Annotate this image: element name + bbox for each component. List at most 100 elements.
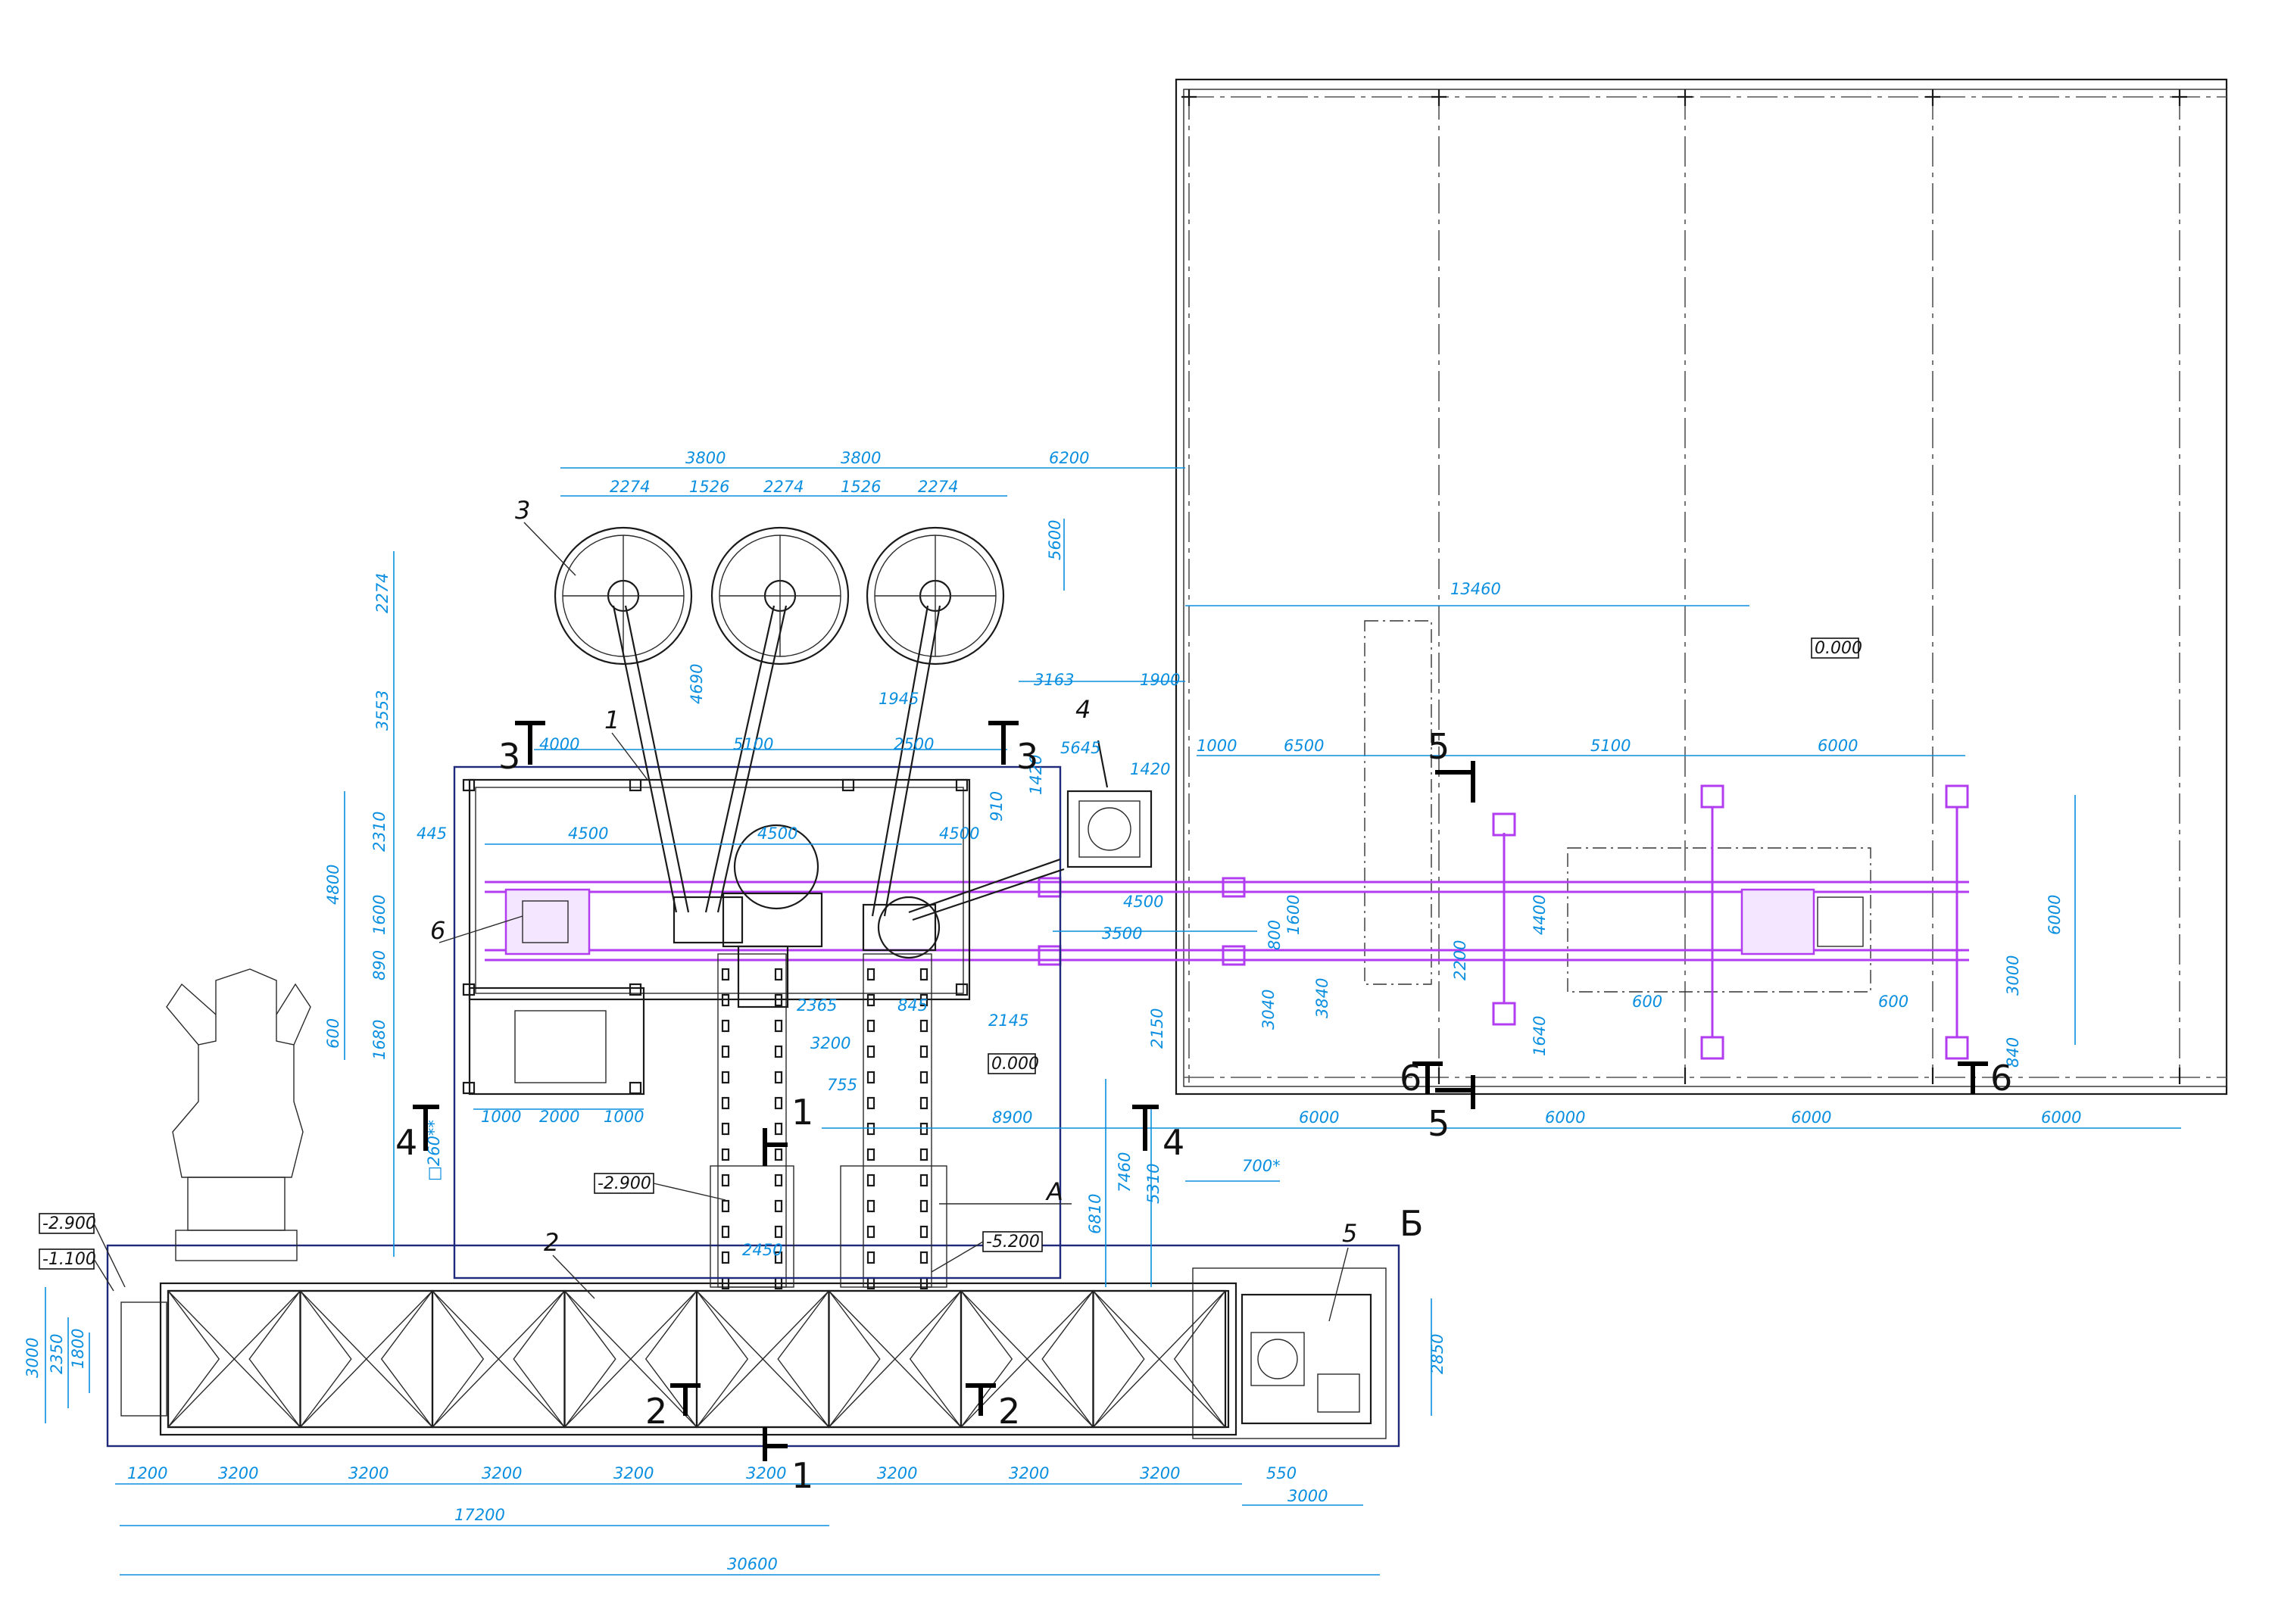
dim-label: 6000 (2046, 895, 2064, 935)
callout-label: 1 (604, 706, 619, 734)
shaft-tick (721, 1045, 730, 1058)
shaft-tick (919, 1096, 928, 1110)
level-mark: -2.900 (42, 1214, 96, 1233)
main-frame (453, 740, 1153, 1280)
dim-label: 3500 (1102, 924, 1142, 943)
shaft-tick (919, 1148, 928, 1161)
robot-arm (166, 968, 311, 1261)
shaft-tick (919, 1174, 928, 1187)
dim-label: 30600 (727, 1555, 778, 1573)
conveyor-segment (1092, 1289, 1227, 1429)
dim-label: 4500 (568, 824, 608, 843)
level-marks: 0.000 0.000 -2.900 -5.200 -2.900 -1.100 (39, 637, 1862, 1292)
shaft-tick (919, 1199, 928, 1213)
conveyor-segment (563, 1289, 698, 1429)
dim-label: 3163 (1034, 671, 1074, 689)
dim-label: 1526 (689, 478, 729, 496)
shaft-tick (866, 1174, 875, 1187)
dim-label: 3800 (685, 449, 726, 467)
dim-label: 2500 (894, 735, 934, 753)
transfer-track (485, 784, 1969, 1060)
dim-label: 445 (417, 824, 447, 843)
shaft-tick (721, 1174, 730, 1187)
shaft-tick (774, 1174, 783, 1187)
dimension-lines (45, 467, 2181, 1576)
conveyor-segment (828, 1289, 963, 1429)
dim-label: 3200 (1140, 1464, 1180, 1482)
conveyor-segment (167, 1289, 301, 1429)
dim-label: 4000 (539, 735, 579, 753)
dim-label: 5645 (1060, 739, 1100, 757)
shaft-tick (774, 968, 783, 981)
shaft-tick (866, 1096, 875, 1110)
dim-label: 1600 (370, 895, 389, 935)
dim-label: 6200 (1049, 449, 1089, 467)
dim-label: 6000 (1299, 1108, 1339, 1127)
dim-label: 1526 (841, 478, 881, 496)
dim-label: 3800 (841, 449, 881, 467)
dim-label: 3200 (482, 1464, 522, 1482)
section-marks: 3 3 4 4 1 1 2 2 5 5 6 6 (395, 721, 2012, 1496)
shaft-tick (721, 1225, 730, 1239)
level-mark: -1.100 (42, 1250, 96, 1269)
dim-label: 2310 (370, 812, 389, 852)
dim-label: 840 (2004, 1037, 2022, 1068)
dim-label: 2350 (48, 1334, 66, 1374)
dim-label: 6000 (1818, 737, 1858, 755)
dim-label: 800 (1266, 920, 1284, 950)
callout-label: 5 (1342, 1219, 1357, 1248)
dim-label: 8900 (992, 1108, 1032, 1127)
dim-label: 3000 (23, 1338, 42, 1378)
dim-label: 3000 (2004, 955, 2022, 996)
dim-label: 5100 (1590, 737, 1631, 755)
dim-label: 3200 (613, 1464, 654, 1482)
callout-label: 3 (515, 496, 530, 525)
dim-label: 2274 (918, 478, 958, 496)
shaft-tick (919, 1122, 928, 1136)
dim-label: 3200 (348, 1464, 389, 1482)
dim-label: 2200 (1451, 940, 1469, 980)
shaft-tick (774, 1148, 783, 1161)
dim-label: 2274 (610, 478, 650, 496)
section-mark: 6 (1400, 1058, 1422, 1099)
callout-label: Б (1400, 1203, 1424, 1244)
dim-label: 1900 (1140, 671, 1180, 689)
conveyor-segment (431, 1289, 566, 1429)
section-mark: 5 (1428, 726, 1450, 767)
dim-label: 1640 (1531, 1016, 1549, 1056)
callout-label: 6 (430, 916, 445, 945)
dim-label: 4500 (1123, 893, 1163, 911)
level-mark: 0.000 (991, 1055, 1039, 1074)
reel-1 (554, 526, 693, 913)
dim-label: 600 (324, 1018, 342, 1049)
dim-label: 3200 (746, 1464, 786, 1482)
callout-label: 4 (1075, 695, 1091, 724)
dim-label: 5310 (1144, 1164, 1163, 1204)
dim-label: 3200 (877, 1464, 917, 1482)
reel-3 (866, 526, 1005, 917)
dim-label: 4400 (1531, 895, 1549, 935)
shaft-tick (866, 1148, 875, 1161)
dim-label: 3200 (218, 1464, 258, 1482)
dim-label: 1680 (370, 1020, 389, 1060)
dim-label: 2850 (1428, 1334, 1447, 1374)
dim-label: 4500 (757, 824, 797, 843)
dim-label: 2145 (988, 1011, 1028, 1030)
dim-label: 1800 (69, 1329, 87, 1369)
shaft-tick (866, 1225, 875, 1239)
section-mark: 6 (1990, 1058, 2012, 1099)
callout-label: A (1045, 1177, 1063, 1206)
section-mark: 2 (645, 1391, 667, 1432)
shaft-tick (774, 1045, 783, 1058)
reel-2 (704, 526, 850, 913)
dim-label: 3840 (1313, 978, 1331, 1018)
dim-label: 3040 (1259, 990, 1278, 1030)
dim-label: 3553 (373, 690, 392, 731)
shaft-columns (710, 953, 947, 1290)
dim-label: 910 (988, 791, 1006, 821)
dim-label: 1000 (1197, 737, 1237, 755)
conveyor-line (106, 1244, 1400, 1448)
shaft-tick (866, 1251, 875, 1264)
shaft-tick (774, 1071, 783, 1084)
